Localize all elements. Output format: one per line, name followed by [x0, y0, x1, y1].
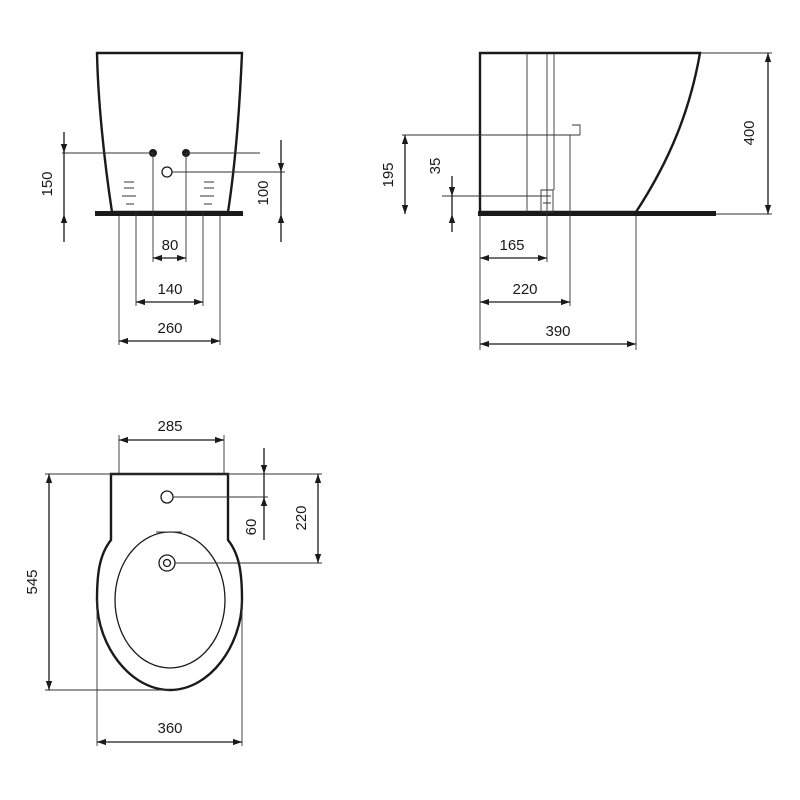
- dim-260-label: 260: [157, 320, 182, 337]
- fixing-symbol-right: [200, 181, 214, 205]
- dim-35-label: 35: [427, 158, 444, 175]
- dim-195-label: 195: [380, 162, 397, 187]
- front-view-body-outline: [95, 51, 244, 214]
- fixing-symbol-left: [122, 181, 136, 205]
- drain-inner-circle: [162, 558, 172, 568]
- dim-60-label: 60: [243, 519, 260, 536]
- dim-140-label: 140: [157, 281, 182, 298]
- dim-400-label: 400: [741, 120, 758, 145]
- outlet-circle: [161, 166, 173, 178]
- supply-fitting-symbol: [572, 124, 581, 135]
- side-view: 195 35 400 165 220 390: [380, 51, 772, 350]
- dim-285-label: 285: [157, 418, 182, 435]
- dim-545-label: 545: [24, 569, 41, 594]
- top-view: 285 60 220 545 360: [24, 418, 322, 746]
- side-view-body-outline: [478, 51, 702, 214]
- dim-80-label: 80: [162, 237, 179, 254]
- dim-220-top-label: 220: [293, 505, 310, 530]
- top-view-body-outline: [95, 472, 244, 692]
- drain-outer-circle: [158, 554, 176, 572]
- dim-165-label: 165: [499, 237, 524, 254]
- dim-220-label: 220: [512, 281, 537, 298]
- dim-360-label: 360: [157, 720, 182, 737]
- tap-hole-circle: [160, 490, 174, 504]
- front-view-floor-base: [95, 211, 243, 216]
- bowl-rim-outline: [114, 531, 226, 669]
- dim-390-label: 390: [545, 323, 570, 340]
- dim-100-label: 100: [255, 180, 272, 205]
- front-view: 150 100 80 140 260: [39, 51, 285, 345]
- side-view-floor-base: [478, 211, 716, 216]
- dim-150-label: 150: [39, 171, 56, 196]
